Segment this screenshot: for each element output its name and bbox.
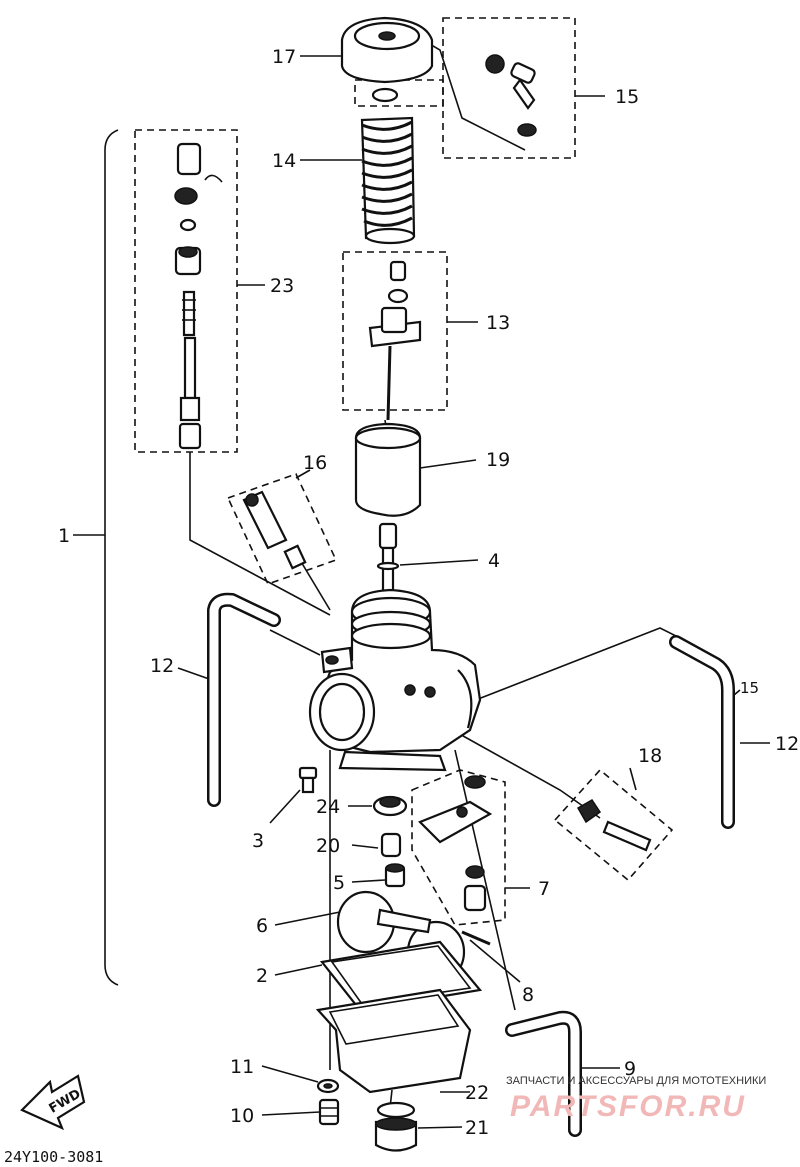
part-24-jet-holder: [372, 795, 408, 817]
callout-16: 16: [303, 452, 327, 474]
part-17-cap-washer: [371, 87, 399, 103]
fwd-direction-arrow: FWD: [20, 1074, 86, 1131]
group-box-16: [226, 473, 338, 585]
callout-17: 17: [272, 46, 296, 68]
watermark-caption: ЗАПЧАСТИ И АКСЕССУАРЫ ДЛЯ МОТОТЕХНИКИ: [506, 1075, 766, 1087]
callout-8: 8: [522, 984, 534, 1006]
callout-7: 7: [538, 878, 550, 900]
watermark-brand: PARTSFOR.RU: [510, 1090, 746, 1123]
callout-12-right: 12: [775, 733, 799, 755]
part-8-float-pin: [461, 930, 491, 946]
part-21-drain-plug: [374, 1117, 418, 1152]
drawing-code: 24Y100-3081: [4, 1148, 103, 1166]
callout-2: 2: [256, 965, 268, 987]
callout-18: 18: [638, 745, 662, 767]
part-3-screw: [298, 766, 318, 794]
group-box-13: [342, 251, 448, 411]
callout-4: 4: [488, 550, 500, 572]
callout-14: 14: [272, 150, 296, 172]
part-14-throttle-spring: [360, 116, 416, 245]
callout-15-top: 15: [615, 86, 639, 108]
part-16-air-screw: [242, 490, 307, 570]
part-23-pilot-set: [174, 142, 223, 450]
bracket-group-1: [104, 129, 119, 986]
group-box-23: [134, 129, 238, 453]
callout-6: 6: [256, 915, 268, 937]
watermark: ЗАПЧАСТИ И АКСЕССУАРЫ ДЛЯ МОТОТЕХНИКИ PA…: [506, 1075, 766, 1123]
part-18-throttle-stop-screw: [576, 799, 652, 852]
part-9-drain-hose: [505, 1010, 582, 1137]
callout-10: 10: [230, 1105, 254, 1127]
callout-3: 3: [252, 830, 264, 852]
group-box-17: [354, 79, 444, 107]
part-20-pilot-jet: [380, 832, 402, 858]
part-15-fitting-set: [485, 54, 537, 137]
carburetor-body: [308, 588, 482, 772]
callout-23: 23: [270, 275, 294, 297]
callout-24: 24: [316, 796, 340, 818]
part-5-main-jet: [384, 863, 406, 888]
group-box-18: [553, 768, 674, 882]
part-11-washer: [316, 1078, 340, 1094]
callout-19: 19: [486, 449, 510, 471]
callout-9: 9: [624, 1058, 636, 1080]
callout-20: 20: [316, 835, 340, 857]
callout-21: 21: [465, 1117, 489, 1139]
callout-12-left: 12: [150, 655, 174, 677]
callout-11: 11: [230, 1056, 254, 1078]
part-10-drain-screw: [318, 1098, 340, 1126]
part-17-top-cap: [340, 16, 434, 84]
callout-5: 5: [333, 872, 345, 894]
callout-1: 1: [58, 525, 70, 547]
callout-13: 13: [486, 312, 510, 334]
float-bowl: [315, 988, 472, 1094]
callout-22: 22: [465, 1082, 489, 1104]
part-12-vent-hose-right: [669, 635, 735, 829]
part-19-throttle-valve: [354, 422, 422, 517]
part-7-valve-seat-set: [418, 775, 493, 912]
group-box-7: [411, 769, 506, 926]
part-13-jet-needle-set: [368, 260, 422, 421]
callout-labels: 17 15 14 23 13 16 19 1 4 12 15 12 18 24 …: [58, 46, 799, 1139]
leader-lines: [73, 17, 770, 1129]
part-22-o-ring: [376, 1101, 416, 1119]
group-box-15: [442, 17, 576, 159]
callout-15-right: 15: [740, 679, 759, 697]
part-12-vent-hose-left: [207, 592, 281, 807]
